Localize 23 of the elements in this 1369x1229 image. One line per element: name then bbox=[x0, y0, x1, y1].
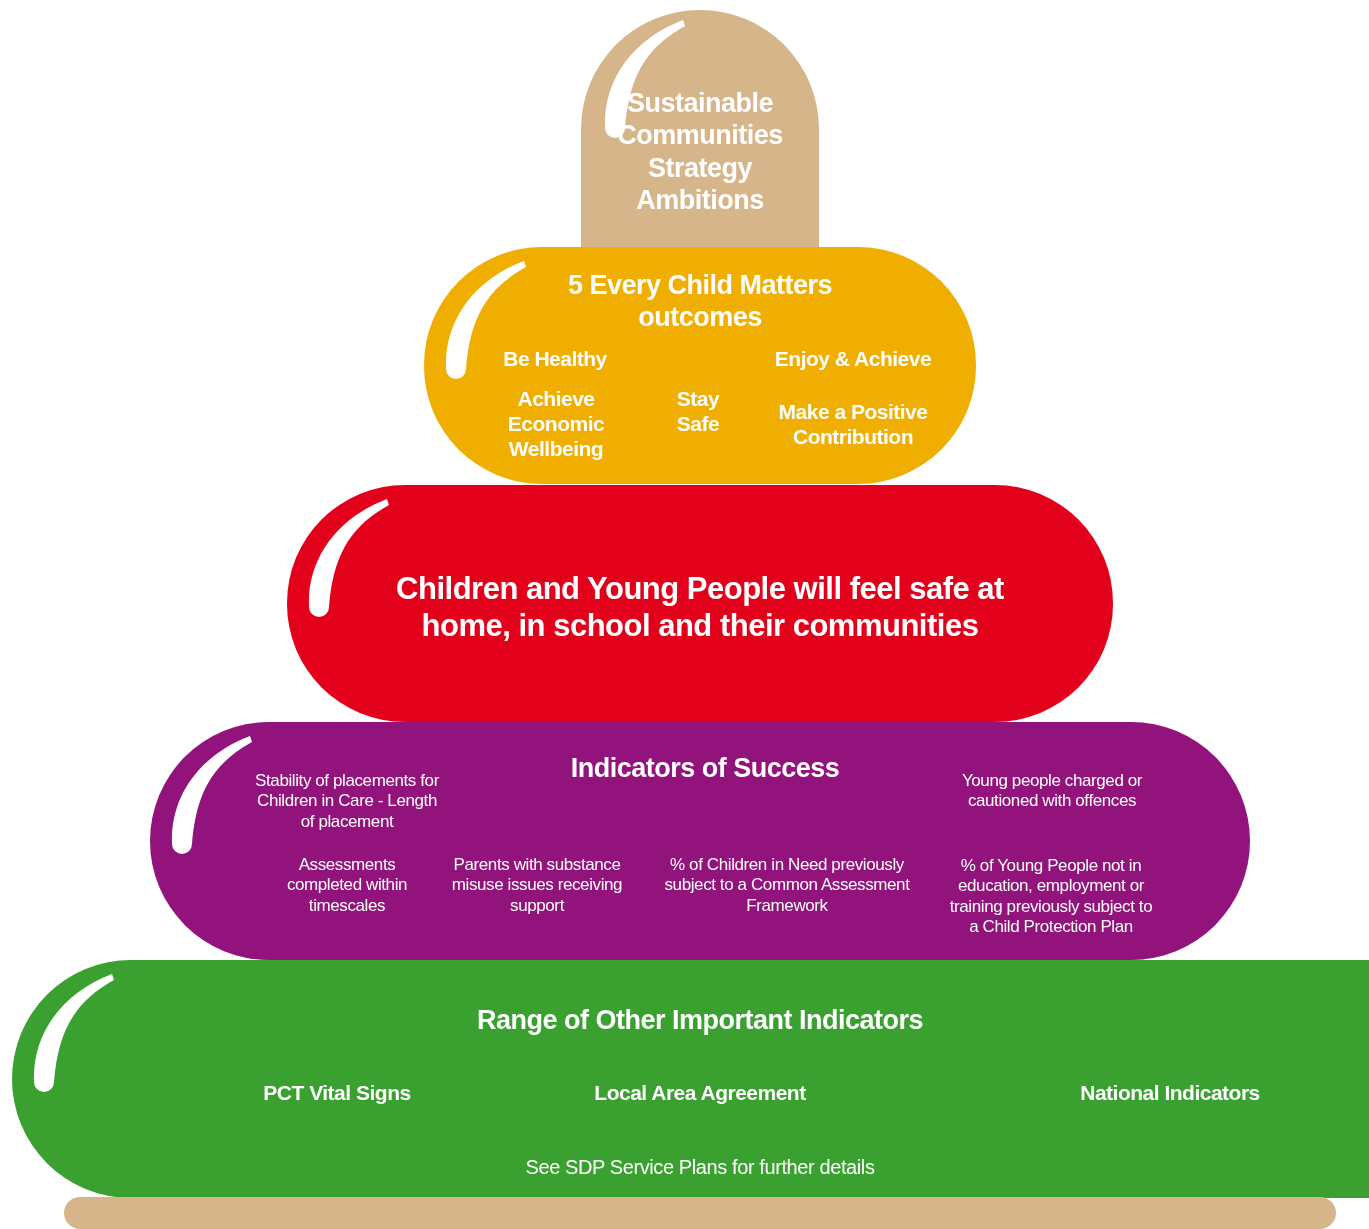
heading: Sustainable Communities Strategy Ambitions bbox=[616, 87, 784, 217]
outcome-label: Enjoy & Achieve bbox=[773, 346, 933, 372]
outcome-label: Make a Positive Contribution bbox=[778, 398, 928, 450]
outcome-label: Be Healthy bbox=[502, 346, 608, 372]
indicator-group-label: PCT Vital Signs bbox=[262, 1080, 412, 1106]
outcome-label: Achieve Economic Wellbeing bbox=[506, 386, 606, 462]
heading: Range of Other Important Indicators bbox=[475, 1003, 924, 1037]
heading: Indicators of Success bbox=[569, 751, 841, 785]
heading: 5 Every Child Matters outcomes bbox=[566, 268, 834, 334]
outcome-label: Stay Safe bbox=[675, 385, 721, 437]
indicator-label: Parents with substance misuse issues receiving support bbox=[450, 855, 624, 917]
note-text: See SDP Service Plans for further details bbox=[524, 1155, 876, 1179]
dome-shape bbox=[581, 10, 819, 247]
indicator-group-label: Local Area Agreement bbox=[593, 1080, 807, 1106]
indicator-label: Stability of placements for Children in Care - Length of placement bbox=[254, 771, 440, 833]
indicator-label: Assessments completed within timescales bbox=[285, 855, 409, 917]
base-bar bbox=[64, 1197, 1336, 1229]
indicator-label: % of Children in Need previously subject to a Common Assessment Framework bbox=[663, 855, 911, 917]
pill-shape bbox=[12, 960, 1369, 1198]
indicator-label: Young people charged or cautioned with offences bbox=[960, 770, 1144, 812]
indicator-group-label: National Indicators bbox=[1079, 1080, 1261, 1106]
heading: Children and Young People will feel safe at home, in school and their communities bbox=[395, 569, 1005, 645]
indicator-label: % of Young People not in education, employment or training previously subject to a Child Protection Plan bbox=[948, 856, 1154, 938]
